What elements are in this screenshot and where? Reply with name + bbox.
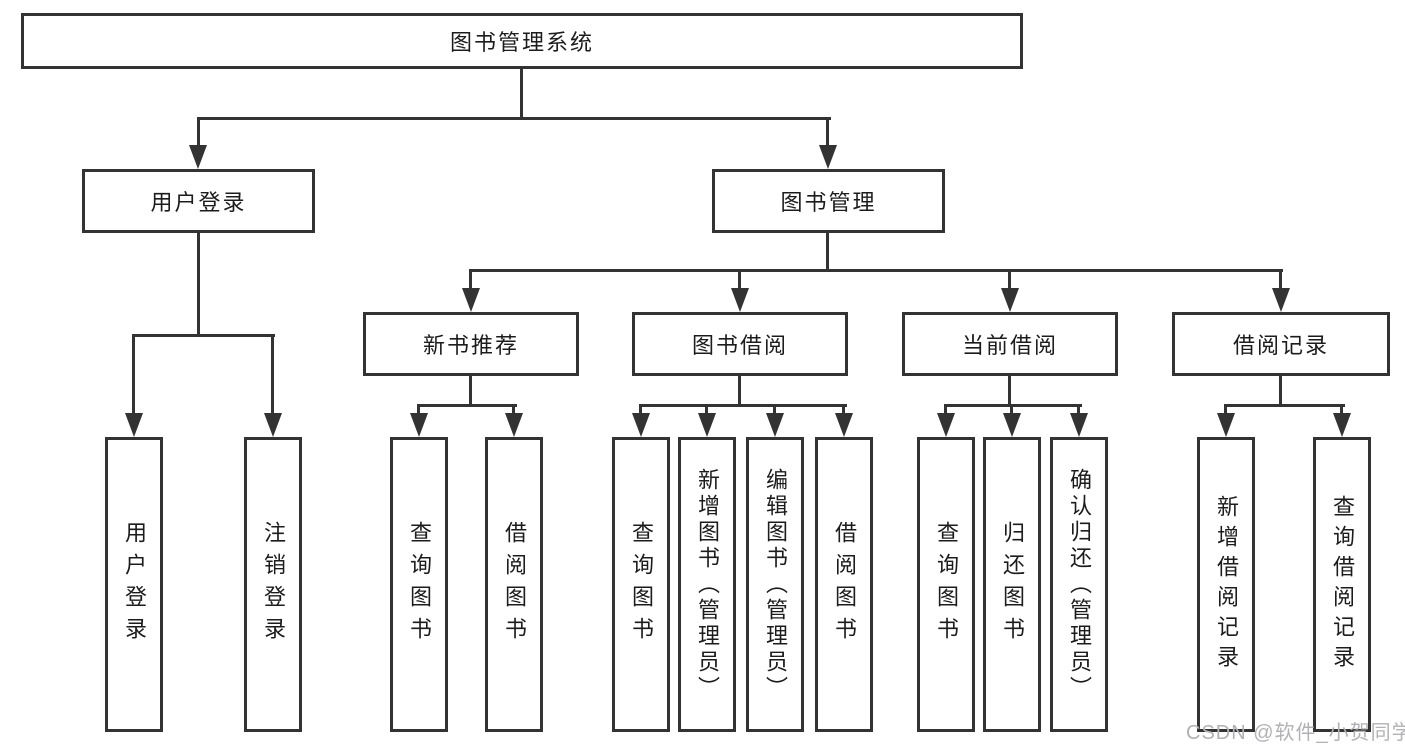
arrowhead-down-icon	[125, 413, 143, 437]
leaf-query-borrow-record: 查询借阅记录	[1313, 437, 1371, 732]
leaf-query-books-1: 查询图书	[390, 437, 448, 732]
leaf-return-book: 归还图书	[983, 437, 1041, 732]
connector-vline	[1224, 404, 1227, 416]
connector-hline	[417, 404, 517, 407]
connector-vline	[1279, 269, 1282, 292]
connector-vline	[826, 117, 829, 148]
connector-vline	[705, 404, 708, 416]
node-book-borrow: 图书借阅	[632, 312, 848, 376]
leaf-query-books-2: 查询图书	[612, 437, 670, 732]
arrowhead-down-icon	[1003, 413, 1021, 437]
node-borrow-records: 借阅记录	[1172, 312, 1390, 376]
node-library-system: 图书管理系统	[21, 13, 1023, 69]
watermark: CSDN @软件_小贺同学	[1186, 722, 1405, 744]
leaf-borrow-books-2: 借阅图书	[815, 437, 873, 732]
node-new-book-recommend: 新书推荐	[363, 312, 579, 376]
connector-vline	[842, 404, 845, 416]
arrowhead-down-icon	[835, 413, 853, 437]
arrowhead-down-icon	[819, 145, 837, 169]
node-book-management: 图书管理	[712, 169, 945, 233]
connector-vline	[738, 269, 741, 292]
connector-hline	[197, 117, 831, 120]
arrowhead-down-icon	[410, 413, 428, 437]
connector-hline	[944, 404, 1082, 407]
leaf-edit-book-admin: 编辑图书（管理员）	[746, 437, 804, 732]
connector-vline	[132, 334, 135, 416]
arrowhead-down-icon	[698, 413, 716, 437]
arrowhead-down-icon	[1070, 413, 1088, 437]
connector-vline	[271, 334, 274, 416]
node-current-borrow: 当前借阅	[902, 312, 1118, 376]
arrowhead-down-icon	[1217, 413, 1235, 437]
arrowhead-down-icon	[731, 288, 749, 312]
connector-vline	[1340, 404, 1343, 416]
node-user-login: 用户登录	[82, 169, 315, 233]
connector-vline	[197, 117, 200, 148]
connector-vline	[417, 404, 420, 416]
arrowhead-down-icon	[1272, 288, 1290, 312]
leaf-logout: 注销登录	[244, 437, 302, 732]
arrowhead-down-icon	[937, 413, 955, 437]
arrowhead-down-icon	[505, 413, 523, 437]
connector-vline	[738, 376, 741, 407]
connector-vline	[944, 404, 947, 416]
connector-hline	[639, 404, 847, 407]
leaf-borrow-books-1: 借阅图书	[485, 437, 543, 732]
connector-hline	[469, 269, 1283, 272]
arrowhead-down-icon	[264, 413, 282, 437]
connector-vline	[1008, 269, 1011, 292]
arrowhead-down-icon	[1333, 413, 1351, 437]
arrowhead-down-icon	[462, 288, 480, 312]
arrowhead-down-icon	[189, 145, 207, 169]
arrowhead-down-icon	[632, 413, 650, 437]
leaf-add-borrow-record: 新增借阅记录	[1197, 437, 1255, 732]
leaf-confirm-return-admin: 确认归还（管理员）	[1050, 437, 1108, 732]
connector-hline	[132, 334, 275, 337]
arrowhead-down-icon	[1001, 288, 1019, 312]
connector-vline	[469, 269, 472, 292]
connector-vline	[1010, 404, 1013, 416]
connector-vline	[520, 69, 523, 120]
connector-vline	[1077, 404, 1080, 416]
connector-vline	[1279, 376, 1282, 407]
connector-hline	[1224, 404, 1345, 407]
leaf-query-books-3: 查询图书	[917, 437, 975, 732]
connector-vline	[639, 404, 642, 416]
connector-vline	[512, 404, 515, 416]
connector-vline	[469, 376, 472, 407]
leaf-add-book-admin: 新增图书（管理员）	[678, 437, 736, 732]
connector-vline	[773, 404, 776, 416]
leaf-user-login: 用户登录	[105, 437, 163, 732]
connector-vline	[826, 233, 829, 272]
connector-vline	[1008, 376, 1011, 407]
connector-vline	[197, 233, 200, 337]
arrowhead-down-icon	[766, 413, 784, 437]
